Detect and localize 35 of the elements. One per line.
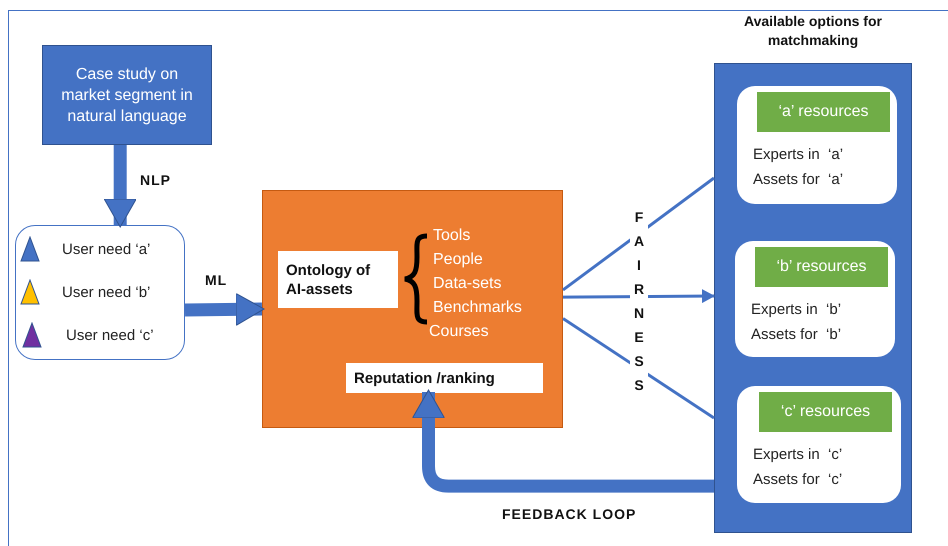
arrow [563,289,715,304]
asset-item: Tools [433,227,470,245]
connector-line [562,317,715,420]
need-text: User need ‘b’ [62,284,150,300]
asset-item: People [433,251,483,269]
need-text: User need ‘c’ [66,326,154,344]
block-arrow [104,145,137,228]
connector-line [562,176,715,292]
resource-text: Assets for ‘c’ [753,471,842,488]
edge-label: FEEDBACK LOOP [502,506,636,522]
resource-header: ‘a’ resources [757,92,890,132]
block-arrow [184,292,264,326]
asset-item: Data-sets [433,275,502,293]
need-text: User need ‘a’ [62,240,150,258]
resource-text: Experts in ‘c’ [753,446,842,463]
resource-header: ‘b’ resources [755,247,888,287]
asset-item: Benchmarks [433,299,522,317]
resource-text: Experts in ‘a’ [753,146,844,163]
resource-card [735,241,895,357]
resource-card [737,86,897,204]
resource-card [737,386,901,503]
process-box: Case study on market segment in natural language [42,45,212,145]
resource-text: Assets for ‘a’ [753,171,844,188]
panel-heading: Available options for matchmaking [743,12,883,50]
ontology-box [262,190,563,428]
resource-text: Experts in ‘b’ [751,301,842,318]
label-box: Ontology of AI-assets [278,251,398,308]
resource-text: Assets for ‘b’ [751,326,842,343]
block-arrow [412,390,714,493]
edge-label: NLP [140,172,171,188]
label-box: Reputation /ranking [346,363,543,393]
edge-label: ML [205,272,228,288]
asset-item: Courses [429,323,489,341]
user-needs-box [15,225,185,360]
resource-header: ‘c’ resources [759,392,892,432]
